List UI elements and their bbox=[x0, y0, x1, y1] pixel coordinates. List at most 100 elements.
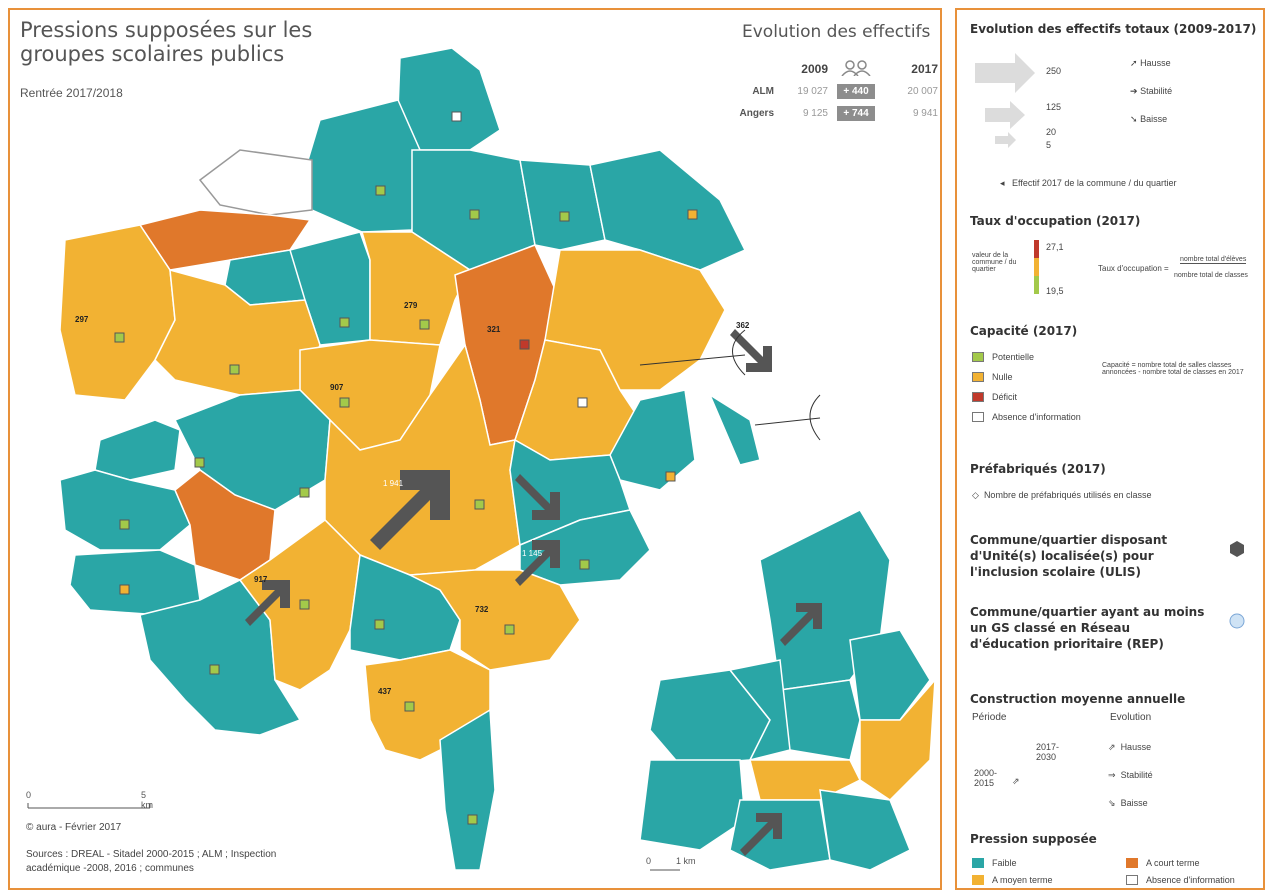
inset-madeleine bbox=[819, 789, 911, 871]
arrow-trelaze bbox=[515, 540, 560, 586]
inset-scale-start: 0 bbox=[646, 856, 652, 866]
row-end: 9 941 bbox=[912, 107, 938, 119]
legend-occupation-title: Taux d'occupation (2017) bbox=[970, 214, 1141, 228]
commune-map: 1 941 1 145 917 907 732 437 362 321 297 … bbox=[27, 47, 936, 871]
capacity-beaucouze bbox=[299, 487, 310, 498]
capacity-briollay bbox=[559, 211, 570, 222]
occupation-max: 27,1 bbox=[1046, 242, 1064, 252]
occupation-formula-num: nombre total d'élèves bbox=[1180, 256, 1247, 264]
construction-p1: 2000-2015 bbox=[974, 768, 998, 788]
hollow-up-arrow-icon: ⇗ bbox=[1108, 742, 1116, 752]
construction-stabilite: ⇒ Stabilité bbox=[1108, 770, 1153, 781]
capacity-swatch-deficit bbox=[972, 392, 984, 402]
capacity-swatch-absence bbox=[972, 412, 984, 422]
capacity-label-deficit: Déficit bbox=[992, 392, 1018, 402]
capacity-label-absence: Absence d'information bbox=[992, 412, 1081, 422]
construction-evolution: Evolution bbox=[1110, 712, 1152, 723]
pression-swatch-moyen bbox=[972, 875, 984, 885]
value-bouchemaine: 917 bbox=[254, 575, 268, 584]
row-label: Angers bbox=[739, 107, 774, 119]
callout-rives-line bbox=[639, 354, 746, 366]
callout-sarrigne bbox=[809, 394, 821, 441]
arrow-inset-roseraie bbox=[740, 813, 782, 856]
value-murs: 437 bbox=[378, 687, 392, 696]
legend-stabilite: ➔ Stabilité bbox=[1130, 86, 1172, 97]
capacity-soulaire bbox=[469, 209, 480, 220]
value-angers: 1 941 bbox=[383, 479, 404, 488]
occupation-gauge-icon bbox=[1034, 240, 1039, 294]
capacity-bouchemaine bbox=[299, 599, 310, 610]
rep-circle-icon bbox=[1229, 613, 1245, 629]
capacity-murs bbox=[404, 701, 415, 712]
value-verrieres: 321 bbox=[487, 325, 501, 334]
inset-scale-end: 1 km bbox=[676, 856, 696, 866]
pression-label-moyen: A moyen terme bbox=[992, 875, 1053, 885]
baisse-label: Baisse bbox=[1140, 114, 1168, 124]
capacity-plessis-grammoire bbox=[665, 471, 676, 482]
hollow-down-arrow-icon: ⇘ bbox=[1108, 798, 1116, 808]
size-125: 125 bbox=[1046, 102, 1062, 112]
scale-end: 5 km bbox=[141, 790, 153, 810]
people-icon bbox=[841, 59, 871, 76]
credit: © aura - Février 2017 bbox=[26, 822, 122, 833]
arrow-inset-nord bbox=[780, 603, 822, 646]
capacity-soulaines bbox=[467, 814, 478, 825]
construction-hausse-label: Hausse bbox=[1120, 742, 1152, 752]
region-savennieres bbox=[139, 579, 302, 736]
occupation-min: 19,5 bbox=[1046, 286, 1064, 296]
region-membrolle bbox=[138, 209, 312, 271]
inset-centre bbox=[728, 659, 791, 762]
inset-lac-de-maine bbox=[639, 759, 746, 851]
legend-effectifs-title: Evolution des effectifs totaux (2009-201… bbox=[970, 22, 1257, 36]
value-avrille: 907 bbox=[330, 383, 344, 392]
pression-label-court: A court terme bbox=[1146, 858, 1200, 868]
hollow-right-arrow-icon: ⇒ bbox=[1108, 770, 1116, 780]
construction-arrow-icon: ⇗ bbox=[1012, 776, 1020, 786]
legend-rep: Commune/quartier ayant au moins un GS cl… bbox=[970, 605, 1205, 651]
capacity-swatch-nulle bbox=[972, 372, 984, 382]
size-5: 5 bbox=[1046, 140, 1052, 150]
legend-baisse: ➘ Baisse bbox=[1130, 114, 1167, 125]
occupation-formula-label: Taux d'occupation = bbox=[1098, 264, 1169, 273]
occupation-formula-den: nombre total de classes bbox=[1174, 272, 1248, 279]
construction-hausse: ⇗ Hausse bbox=[1108, 742, 1151, 753]
pression-label-absence: Absence d'information bbox=[1146, 875, 1235, 885]
legend-pression-title: Pression supposée bbox=[970, 832, 1097, 846]
callout-rives bbox=[732, 329, 746, 376]
capacity-swatch-potentielle bbox=[972, 352, 984, 362]
arrow-up-icon: ➚ bbox=[1130, 58, 1138, 68]
arrow-st-barthelemy bbox=[515, 474, 560, 520]
row-delta: + 744 bbox=[837, 105, 875, 121]
legend-ulis: Commune/quartier disposant d'Unité(s) lo… bbox=[970, 533, 1168, 579]
ulis-hexagon-icon bbox=[1230, 541, 1244, 557]
stabilite-label: Stabilité bbox=[1140, 86, 1173, 96]
year-start: 2009 bbox=[801, 62, 828, 76]
capacity-feneu bbox=[375, 185, 386, 196]
capacity-st-sylvain bbox=[577, 397, 588, 408]
row-end: 20 007 bbox=[907, 85, 938, 97]
row-label: ALM bbox=[752, 85, 774, 97]
map-subtitle: Rentrée 2017/2018 bbox=[20, 86, 123, 100]
diamond-icon: ◇ bbox=[972, 490, 979, 500]
construction-p2: 2017-2030 bbox=[1036, 742, 1060, 762]
construction-periode: Période bbox=[972, 712, 1007, 723]
row-start: 9 125 bbox=[802, 107, 828, 119]
region-soulaines bbox=[439, 708, 496, 871]
occupation-side: valeur de la commune / du quartier bbox=[972, 252, 1017, 273]
capacity-meignanne bbox=[229, 364, 240, 375]
year-end: 2017 bbox=[911, 62, 938, 76]
capacity-savennieres bbox=[209, 664, 220, 675]
capacity-st-clement bbox=[114, 332, 125, 343]
arrow-angers bbox=[370, 470, 450, 550]
capacity-ecuille bbox=[451, 111, 462, 122]
scale-labels: 0 5 km bbox=[26, 790, 153, 810]
legend-prefab: ◇ Nombre de préfabriqués utilisés en cla… bbox=[972, 490, 1152, 501]
region-ponts-de-ce bbox=[407, 569, 581, 671]
capacity-trelaze bbox=[579, 559, 590, 570]
capacity-st-martin bbox=[119, 584, 130, 595]
callout-sarrigne-line bbox=[754, 417, 821, 426]
evolution-row-angers: Angers 9 125 + 744 9 941 bbox=[730, 102, 938, 124]
region-ecouflant bbox=[589, 149, 747, 271]
row-delta: + 440 bbox=[837, 83, 875, 99]
capacity-label-nulle: Nulle bbox=[992, 372, 1013, 382]
